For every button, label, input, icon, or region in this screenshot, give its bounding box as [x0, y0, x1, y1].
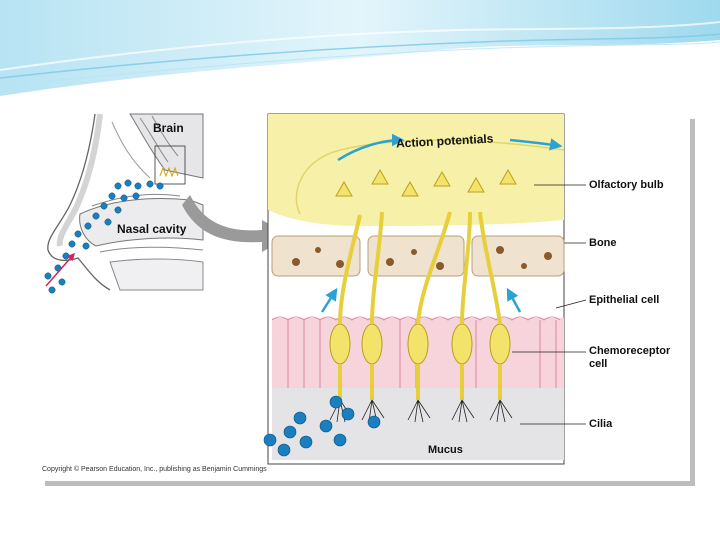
label-epithelial-cell: Epithelial cell [589, 294, 660, 306]
label-brain: Brain [153, 121, 184, 135]
label-nasal-cavity: Nasal cavity [117, 222, 187, 236]
label-chemoreceptor-cell: Chemoreceptor cell [589, 345, 671, 370]
odorant-molecules-left [44, 179, 164, 294]
leader-lines [512, 184, 587, 425]
zoom-arrow [182, 195, 290, 252]
header-wave [0, 0, 720, 96]
olfactory-panel [263, 113, 565, 465]
head-section [40, 113, 204, 291]
label-cilia: Cilia [589, 418, 613, 430]
label-olfactory-bulb: Olfactory bulb [589, 179, 664, 191]
copyright-text: Copyright © Pearson Education, Inc., pub… [42, 466, 267, 473]
inhale-arrow [45, 252, 75, 287]
label-bone: Bone [589, 237, 617, 249]
label-mucus: Mucus [428, 444, 463, 456]
